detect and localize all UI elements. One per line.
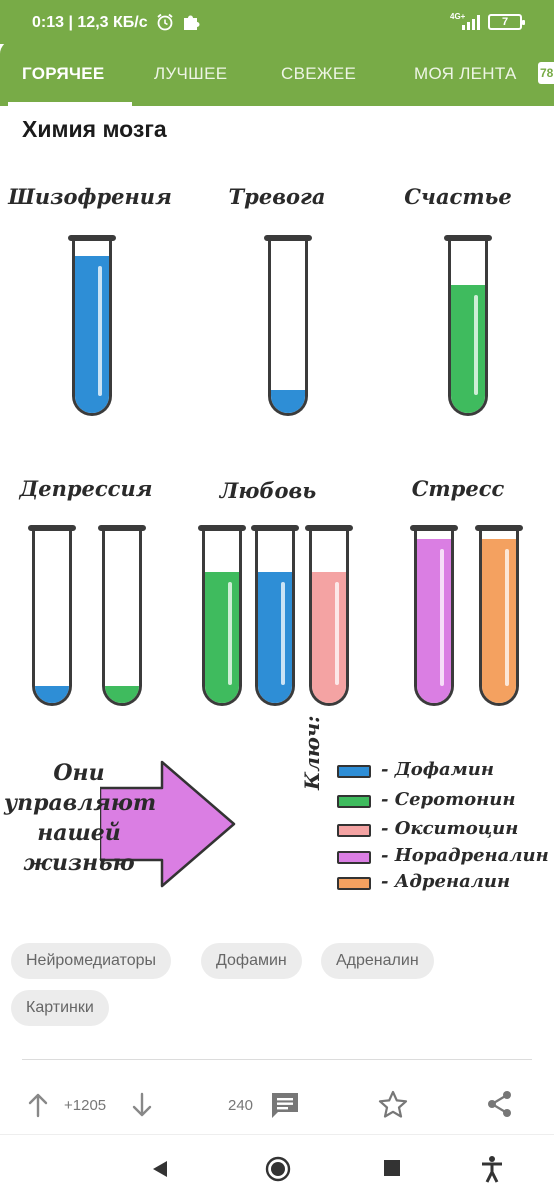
test-tube — [414, 528, 454, 706]
arrow-down-icon — [132, 1092, 152, 1117]
tab-hot[interactable]: ГОРЯЧЕЕ — [22, 64, 105, 83]
test-tube — [32, 528, 72, 706]
comments-count[interactable]: 240 — [228, 1097, 254, 1114]
status-time: 0:13 | 12,3 КБ/с — [32, 14, 148, 31]
key-text: - Адреналин — [381, 871, 511, 892]
tube-rim — [98, 525, 146, 531]
motto-text: Они управляют нашей жизнью — [4, 760, 157, 876]
share-button[interactable] — [486, 1090, 514, 1118]
tube-shine — [335, 581, 339, 686]
key-label: Ключ: — [300, 715, 324, 790]
test-tube — [102, 528, 142, 706]
arrow-shape — [100, 760, 236, 888]
tube-rim — [264, 235, 312, 241]
test-tube — [448, 238, 488, 416]
tube-shine — [440, 548, 444, 686]
tab-my-feed[interactable]: МОЯ ЛЕНТА — [414, 64, 517, 83]
tube-rim — [251, 525, 299, 531]
star-icon — [378, 1090, 408, 1118]
post-image[interactable]: Шизофрения Тревога Счастье Депрессия Люб… — [0, 160, 554, 920]
key-swatch — [337, 851, 371, 864]
tube-liquid — [105, 685, 139, 703]
state-label: Депрессия — [19, 476, 153, 501]
test-tube — [479, 528, 519, 706]
tube-shine — [474, 295, 478, 396]
test-tube — [309, 528, 349, 706]
arrow-up-icon — [28, 1093, 48, 1118]
tube-shine — [281, 581, 285, 686]
tube-liquid — [271, 390, 305, 413]
test-tube — [255, 528, 295, 706]
save-button[interactable] — [378, 1090, 408, 1118]
alarm-icon — [157, 13, 173, 31]
tube-liquid — [451, 285, 485, 413]
tube-rim — [475, 525, 523, 531]
back-icon[interactable] — [150, 1159, 170, 1179]
tube-rim — [28, 525, 76, 531]
comment-icon — [272, 1093, 298, 1118]
tube-liquid — [417, 538, 451, 703]
tag-chip[interactable]: Адреналин — [321, 943, 434, 979]
tube-rim — [444, 235, 492, 241]
signal-icon — [462, 15, 480, 30]
key-text: - Серотонин — [381, 789, 516, 810]
test-tube — [202, 528, 242, 706]
key-text: - Дофамин — [381, 759, 494, 780]
state-label: Счастье — [404, 184, 512, 209]
system-nav-bar — [0, 1134, 554, 1200]
key-swatch — [337, 795, 371, 808]
key-swatch — [337, 824, 371, 837]
tube-rim — [410, 525, 458, 531]
tube-shine — [228, 581, 232, 686]
post-title: Химия мозга — [22, 116, 167, 142]
key-swatch — [337, 765, 371, 778]
tag-chip[interactable]: Картинки — [11, 990, 109, 1026]
battery-icon: 7 — [488, 14, 525, 30]
state-label: Шизофрения — [8, 184, 172, 209]
tube-liquid — [75, 255, 109, 413]
tube-rim — [305, 525, 353, 531]
tube-liquid — [205, 571, 239, 703]
tab-badge: 78 — [538, 62, 554, 84]
tab-best[interactable]: ЛУЧШЕЕ — [154, 64, 228, 83]
downvote-button[interactable] — [130, 1092, 154, 1118]
recents-icon[interactable] — [383, 1159, 401, 1177]
tab-bar: ГОРЯЧЕЕ ЛУЧШЕЕ СВЕЖЕЕ МОЯ ЛЕНТА 78 — [0, 40, 554, 106]
network-type: 4G+ — [450, 12, 466, 21]
rating-value: +1205 — [64, 1097, 107, 1114]
upvote-button[interactable] — [26, 1092, 50, 1118]
test-tube — [72, 238, 112, 416]
home-icon[interactable] — [264, 1155, 292, 1183]
accessibility-icon[interactable] — [480, 1155, 504, 1183]
tube-rim — [198, 525, 246, 531]
tube-rim — [68, 235, 116, 241]
tag-chip[interactable]: Нейромедиаторы — [11, 943, 171, 979]
share-icon — [488, 1091, 511, 1117]
key-text: - Норадреналин — [381, 845, 549, 866]
tube-shine — [98, 265, 102, 396]
state-label: Стресс — [411, 476, 505, 501]
key-text: - Окситоцин — [381, 818, 519, 839]
state-label: Тревога — [228, 184, 326, 209]
tag-chip[interactable]: Дофамин — [201, 943, 302, 979]
state-label: Любовь — [219, 478, 317, 503]
tube-liquid — [35, 685, 69, 703]
divider — [22, 1059, 532, 1060]
tube-liquid — [258, 571, 292, 703]
puzzle-icon — [184, 15, 200, 30]
test-tube — [268, 238, 308, 416]
status-bar: 0:13 | 12,3 КБ/с 4G+ 7 — [0, 0, 554, 44]
tube-liquid — [312, 571, 346, 703]
tube-liquid — [482, 538, 516, 703]
key-swatch — [337, 877, 371, 890]
tab-active-indicator — [8, 102, 132, 106]
tab-fresh[interactable]: СВЕЖЕЕ — [281, 64, 357, 83]
comments-button[interactable] — [270, 1091, 300, 1119]
tube-shine — [505, 548, 509, 686]
